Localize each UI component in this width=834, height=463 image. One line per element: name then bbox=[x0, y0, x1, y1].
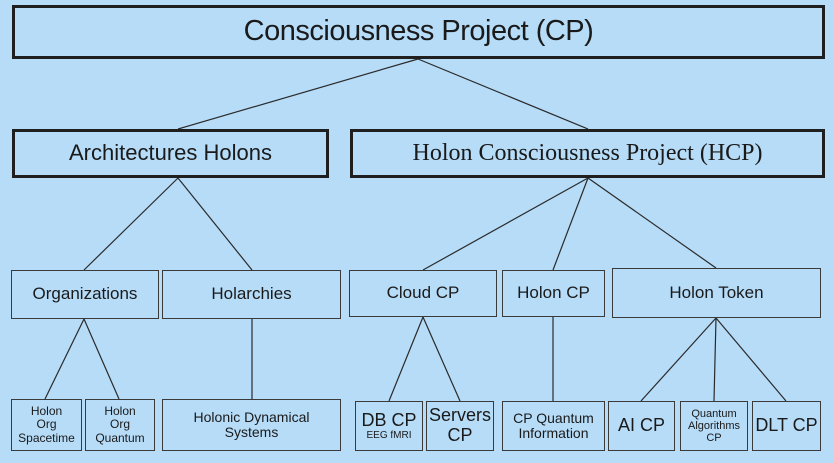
edge-hcp-holon-token bbox=[587, 177, 717, 269]
edge-organizations-spacetime bbox=[44, 318, 85, 400]
node-label-line: Holon bbox=[104, 404, 136, 419]
node-label-line: Spacetime bbox=[18, 430, 75, 445]
node-label: Architectures Holons bbox=[69, 140, 272, 166]
edge-cloud-db bbox=[388, 316, 424, 402]
node-label-line: Holon bbox=[30, 404, 63, 419]
node-organizations: Organizations bbox=[11, 270, 159, 319]
node-dlt-cp: DLT CP bbox=[752, 401, 821, 451]
node-label: AI CP bbox=[617, 415, 665, 436]
edge-token-dlt bbox=[715, 317, 787, 402]
node-holarchies: Holarchies bbox=[162, 270, 341, 319]
node-label-line: Servers bbox=[428, 405, 491, 426]
node-ai-cp: AI CP bbox=[608, 401, 675, 451]
node-label: Holon CP bbox=[517, 283, 590, 303]
node-architectures-holons: Architectures Holons bbox=[12, 129, 329, 178]
node-servers-cp: Servers CP bbox=[426, 401, 494, 451]
node-cloud-cp: Cloud CP bbox=[349, 270, 497, 317]
node-label-line: Holonic Dynamical bbox=[193, 408, 310, 425]
node-label: Organizations bbox=[32, 284, 138, 304]
node-label-line: Quantum bbox=[691, 407, 737, 420]
node-label-line: CP Quantum bbox=[513, 409, 594, 426]
node-quantum-algorithms-cp: Quantum Algorithms CP bbox=[680, 401, 748, 451]
node-label-line: Org bbox=[36, 417, 57, 432]
node-label-line: Quantum bbox=[95, 430, 145, 445]
edge-hcp-cloud-cp bbox=[422, 177, 589, 271]
node-holon-token: Holon Token bbox=[612, 268, 821, 318]
node-label-line: Systems bbox=[224, 424, 279, 440]
node-label: Consciousness Project (CP) bbox=[243, 15, 594, 48]
node-label: Holon Consciousness Project (HCP) bbox=[412, 140, 763, 167]
node-holonic-dynamical-systems: Holonic Dynamical Systems bbox=[162, 399, 341, 451]
edge-architectures-holarchies bbox=[177, 177, 253, 271]
node-label: DB CP bbox=[361, 409, 417, 430]
node-holon-org-spacetime: Holon Org Spacetime bbox=[11, 399, 82, 451]
edge-architectures-organizations bbox=[83, 177, 179, 271]
edge-organizations-quantum bbox=[83, 318, 120, 400]
node-label-line: CP bbox=[447, 425, 473, 445]
edge-hcp-holon-cp bbox=[552, 177, 589, 271]
node-label: Cloud CP bbox=[386, 283, 460, 303]
node-label-line: Algorithms bbox=[688, 419, 740, 432]
edge-root-hcp bbox=[417, 58, 589, 130]
node-label-line: Information bbox=[518, 425, 589, 441]
node-label-line: CP bbox=[706, 432, 722, 445]
node-db-cp: DB CP EEG fMRI bbox=[355, 401, 423, 451]
edge-token-ai bbox=[640, 317, 717, 402]
node-label: DLT CP bbox=[755, 415, 818, 436]
node-consciousness-project: Consciousness Project (CP) bbox=[12, 5, 825, 59]
node-sublabel: EEG fMRI bbox=[366, 430, 412, 442]
node-holon-consciousness-project: Holon Consciousness Project (HCP) bbox=[350, 129, 825, 178]
node-label: Holon Token bbox=[669, 282, 764, 302]
node-cp-quantum-information: CP Quantum Information bbox=[502, 401, 605, 451]
edge-root-architectures bbox=[177, 58, 419, 130]
edge-token-qalgo bbox=[713, 317, 717, 402]
edge-cloud-servers bbox=[422, 316, 461, 402]
node-label: Holarchies bbox=[211, 284, 292, 304]
node-holon-cp: Holon CP bbox=[502, 270, 605, 317]
node-label-line: Org bbox=[109, 417, 130, 432]
node-holon-org-quantum: Holon Org Quantum bbox=[85, 399, 155, 451]
